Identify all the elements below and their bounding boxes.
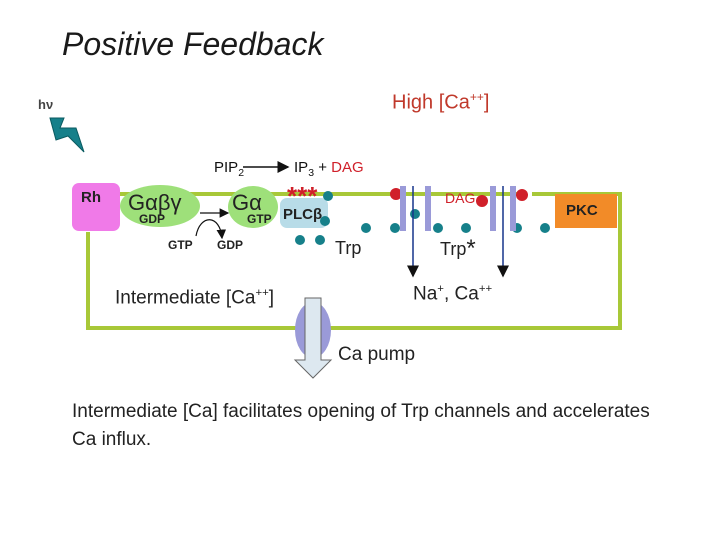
dag-label: DAG	[445, 190, 476, 206]
high-calcium-label: High [Ca++]	[392, 90, 490, 114]
gtp-gdp-exchange-arrow	[195, 219, 227, 240]
g-alpha-subunit	[228, 186, 278, 228]
trp-channel	[400, 186, 431, 231]
g-alpha-label: Gα	[232, 190, 262, 215]
light-bolt-icon	[49, 117, 85, 153]
ip3-dag-label: IP3 + DAG	[294, 159, 364, 179]
plc-beta-label: PLCβ	[283, 206, 323, 223]
trp-label: Trp	[335, 238, 362, 258]
pip2-label: PIP2	[214, 159, 245, 179]
pkc-box	[555, 194, 617, 228]
rhodopsin-box	[72, 183, 120, 231]
gdp-out-label: GDP	[217, 238, 244, 252]
membrane-dots	[295, 191, 550, 245]
dag-dots	[390, 188, 528, 207]
pkc-label: PKC	[566, 202, 598, 219]
g-protein-label: Gαβγ	[128, 190, 182, 215]
caption-text: Intermediate [Ca] facilitates opening of…	[72, 401, 650, 450]
page-title: Positive Feedback	[62, 26, 324, 62]
activation-stars: ***	[287, 181, 318, 211]
rhodopsin-label: Rh	[81, 189, 101, 206]
trp-star-label: Trp*	[440, 235, 476, 262]
gtp-bound-label: GTP	[247, 212, 272, 226]
gtp-in-label: GTP	[168, 238, 193, 252]
trp-star-channel	[490, 186, 516, 231]
na-ca-influx-label: Na+, Ca++	[413, 283, 493, 305]
gdp-bound-label: GDP	[139, 212, 166, 226]
ca-pump-arrow	[293, 297, 333, 379]
intermediate-calcium-label: Intermediate [Ca++]	[115, 287, 275, 309]
plc-beta-box	[280, 198, 328, 228]
ca-pump-label: Ca pump	[338, 344, 416, 365]
g-protein-complex	[120, 185, 200, 227]
light-label: hν	[38, 97, 54, 112]
